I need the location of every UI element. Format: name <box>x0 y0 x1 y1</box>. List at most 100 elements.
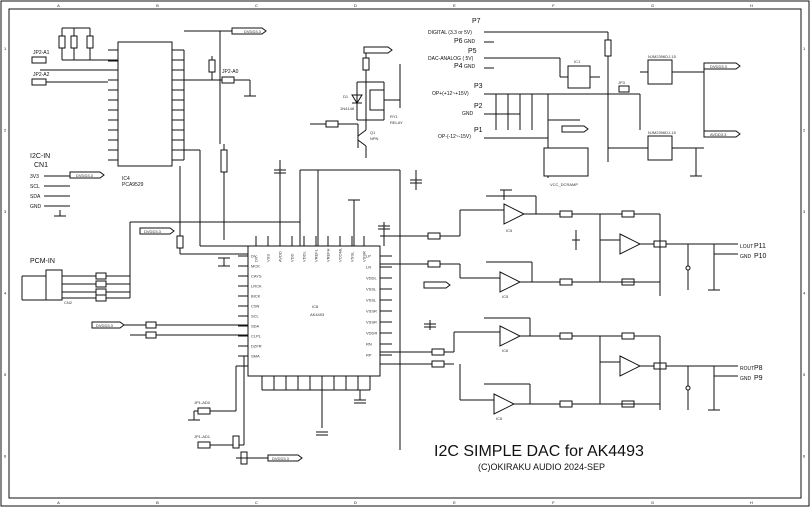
frame-column-mark: E <box>453 3 456 8</box>
cn1-pin-label: SDA <box>30 194 41 200</box>
p2-ref: P2 <box>474 103 483 110</box>
frame-row-mark: 4 <box>4 290 7 295</box>
ic8-left-pin-label: CLPL <box>251 334 262 339</box>
p8-label: ROUT <box>740 366 754 372</box>
d1-ref: D1 <box>343 94 349 99</box>
ic8-top-pin-label: DV <box>254 256 259 262</box>
p1-label: OP-(-12~-15V) <box>438 134 471 140</box>
frame-column-mark: F <box>552 3 555 8</box>
jp1-ad0-jumper[interactable] <box>197 407 211 415</box>
ic8-left-pin-label: CSN <box>251 304 260 309</box>
net-dvdd-bottom-label: DVDD3.3 <box>272 456 290 461</box>
ic6-ref-a: IC6 <box>502 348 509 353</box>
frame-row-mark: 1 <box>803 46 806 51</box>
ic8-left-pin-label: SDA <box>251 324 260 329</box>
ic8-left-pin-label: DV <box>251 254 257 259</box>
p10-ref: P10 <box>754 253 767 260</box>
frame-column-mark: B <box>156 3 159 8</box>
pcm-connector-body <box>45 269 63 301</box>
net-flag-dvdd-top <box>231 27 267 35</box>
frame-column-mark: E <box>453 500 456 505</box>
jp2-pullups <box>40 27 118 71</box>
frame-column-mark: D <box>354 3 357 8</box>
net-dvdd-top-label: DVDD3.3 <box>244 29 262 34</box>
jp2-a1-jumper[interactable] <box>31 56 47 64</box>
sheet-subtitle: (C)OKIRAKU AUDIO 2024-SEP <box>478 462 605 472</box>
ic8-right-pin-label: VSSR <box>366 320 377 325</box>
sheet-title: I2C SIMPLE DAC for AK4493 <box>434 443 644 460</box>
p11-label: LOUT <box>740 244 753 250</box>
frame-row-mark: 1 <box>4 46 7 51</box>
ic8-left-pin-label: SMA <box>251 354 260 359</box>
p7-label: DIGITAL (3.3 or 5V) <box>428 30 472 36</box>
net-dvdd-mid-label: DVDD3.3 <box>144 229 162 234</box>
pcm-name: CN2 <box>64 300 73 305</box>
frame-column-mark: A <box>57 3 60 8</box>
pcm-wiring <box>21 221 300 302</box>
ic8-top-pin-label: VSSR <box>362 251 367 262</box>
p6-label: GND <box>464 39 476 45</box>
jp1-ad1-jumper[interactable] <box>197 441 211 449</box>
ic8-top-pin-label: VDDL <box>302 251 307 262</box>
cn1-ref: I2C-IN <box>30 153 50 160</box>
p11-ref: P11 <box>754 243 766 250</box>
ic8-bottom-pins <box>261 376 371 391</box>
frame-row-mark: 4 <box>803 290 806 295</box>
jp2-a2-label: JP2-A2 <box>33 72 50 78</box>
power-wiring <box>484 31 741 178</box>
frame-row-mark: 5 <box>803 372 806 377</box>
ic5-ref-b: IC5 <box>502 294 509 299</box>
p9-ref: P9 <box>754 375 763 382</box>
ic8-top-pin-label: VCOML <box>338 247 343 262</box>
p6-ref: P6 <box>454 38 463 45</box>
frame-row-mark: 5 <box>4 372 7 377</box>
jp2-a2-jumper[interactable] <box>31 78 47 86</box>
frame-row-mark: 3 <box>4 209 7 214</box>
ic8-top-pin-label: VSSL <box>350 251 355 262</box>
reg2-value: NJM2396DJ-15 <box>648 130 677 135</box>
p8-ref: P8 <box>754 365 763 372</box>
ic8-body <box>247 245 381 377</box>
frame-row-mark: 2 <box>803 127 806 132</box>
avdd-flag-mid <box>423 281 451 289</box>
ic8-left-pin-label: SCL <box>251 314 260 319</box>
q1-value: NPN <box>370 136 379 141</box>
pcm-ref: PCM-IN <box>30 258 55 265</box>
ic8-right-pin-label: VSSL <box>366 287 377 292</box>
cn1-pin-label: GND <box>30 204 42 210</box>
q1-ref: Q1 <box>370 130 376 135</box>
ic8-right-pin-label: LP <box>366 254 371 259</box>
ic8-top-pin-label: VDD <box>290 253 295 262</box>
p10-label: GND <box>740 254 752 260</box>
jp2-a0-jumper[interactable] <box>221 76 235 84</box>
cn1-pin-label: SCL <box>30 184 40 190</box>
jp1-ad1-label: JP1-AD1 <box>194 434 211 439</box>
ic8-left-pin-label: LRCK <box>251 284 262 289</box>
cn1-name: CN1 <box>34 162 48 169</box>
ic8-value: AK4493 <box>310 312 325 317</box>
ic8-left-pin-label: MCK <box>251 264 260 269</box>
frame-column-mark: F <box>552 500 555 505</box>
p5-ref: P5 <box>468 48 477 55</box>
ic4-body <box>117 41 173 167</box>
frame-column-mark: B <box>156 500 159 505</box>
ic8-right-pin-label: VSSL <box>366 298 377 303</box>
control-bus <box>176 50 422 450</box>
ic4-pins <box>108 49 184 161</box>
jp3-label: JP3 <box>618 80 626 85</box>
ic8-left-pin-label: DZFR <box>251 344 262 349</box>
jp1-ad0-label: JP1-AD0 <box>194 400 211 405</box>
net-dvdd-right: DVDD3.3 <box>710 64 728 69</box>
ic8-right-pin-label: VDDR <box>366 331 377 336</box>
frame-row-mark: 6 <box>4 453 7 458</box>
p3-ref: P3 <box>474 83 483 90</box>
jp2-a0-label: JP2-A0 <box>222 69 239 75</box>
jp1-wiring <box>188 355 268 465</box>
cn1-pin-label: 3V3 <box>30 174 39 180</box>
p1-ref: P1 <box>474 127 483 134</box>
frame-column-mark: G <box>651 3 654 8</box>
